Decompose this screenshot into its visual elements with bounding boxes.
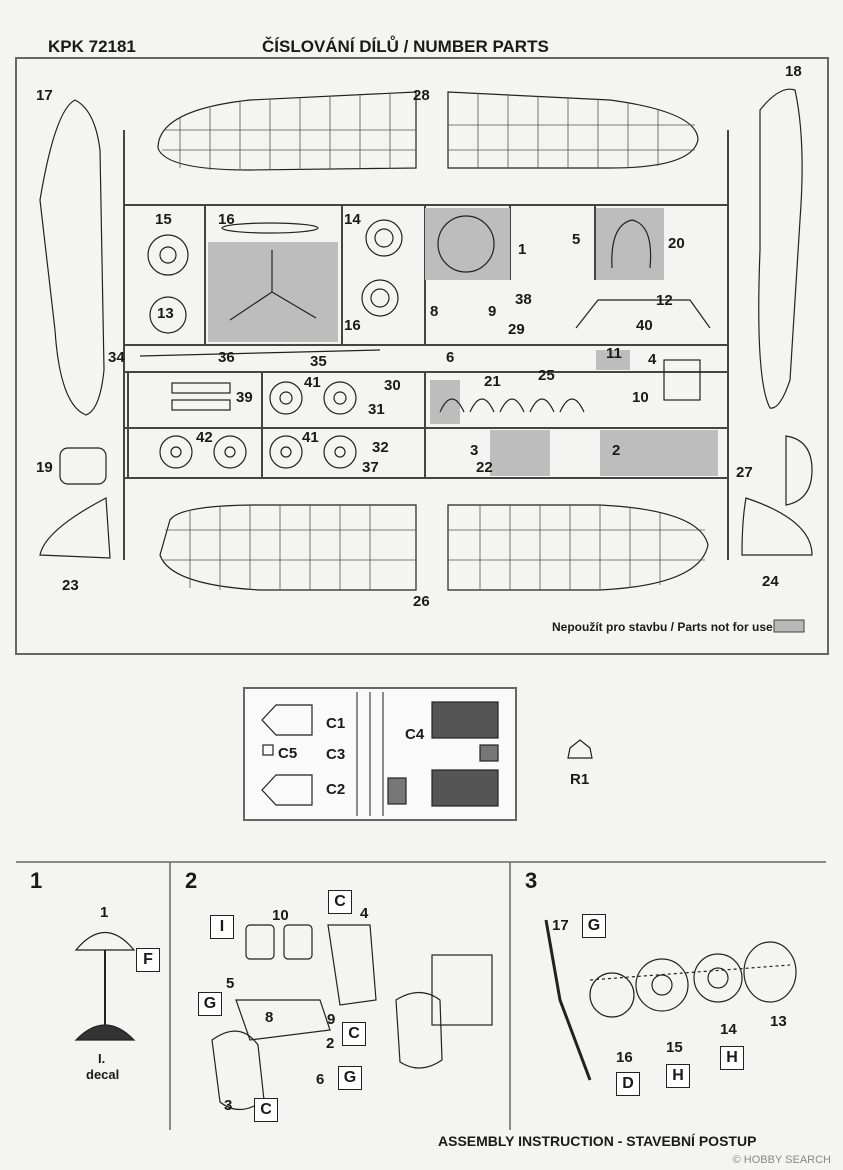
part-label-43: 42 [196, 429, 213, 446]
part-label-10: 10 [632, 389, 649, 406]
step-1-number: 1 [30, 868, 43, 893]
part-label-23: 22 [476, 459, 493, 476]
part-label-24: 23 [62, 577, 79, 594]
part-label-20: 19 [36, 459, 53, 476]
part-label-30: 29 [508, 321, 525, 338]
step2-label-5: 5 [226, 975, 235, 992]
clear-part-C2: C2 [326, 781, 346, 798]
part-label-18: 17 [36, 87, 53, 104]
step2-box-G-bottom: G [338, 1066, 362, 1090]
step1-note-2: decal [86, 1067, 120, 1082]
sprue-sheet-frame [15, 57, 829, 655]
clear-part-C5: C5 [278, 745, 298, 762]
page-title: ČÍSLOVÁNÍ DÍLŮ / NUMBER PARTS [262, 37, 549, 56]
step2-label-2: 2 [326, 1035, 335, 1052]
step3-label-13: 13 [770, 1013, 787, 1030]
step2-label-10: 10 [272, 907, 289, 924]
part-label-12: 12 [656, 292, 673, 309]
step2-box-C-mid: C [342, 1022, 366, 1046]
part-label-15: 15 [155, 211, 172, 228]
part-29-left-wing [157, 91, 417, 171]
part-label-8: 8 [430, 303, 439, 320]
clear-part-C4: C4 [405, 726, 425, 743]
step2-box-I: I [210, 915, 234, 939]
step3-label-15: 15 [666, 1039, 683, 1056]
footer-title: ASSEMBLY INSTRUCTION - STAVEBNÍ POSTUP [438, 1133, 757, 1149]
step2-label-8: 8 [265, 1009, 274, 1026]
step-2-number: 2 [185, 868, 198, 893]
step2-label-3: 3 [224, 1097, 233, 1114]
part-28-left-wing [159, 504, 417, 591]
part-label-17: 16 [218, 211, 235, 228]
kit-code: KPK 72181 [48, 37, 136, 56]
clear-part-C1: C1 [326, 715, 346, 732]
step3-box-D: D [616, 1072, 640, 1096]
part-label-16: 16 [344, 317, 361, 334]
part-label-5: 5 [572, 231, 581, 248]
part-label-37: 37 [362, 459, 379, 476]
part-label-28: 26 [413, 593, 430, 610]
part-label-3: 3 [470, 442, 479, 459]
step3-box-G: G [582, 914, 606, 938]
part-label-1: 1 [518, 241, 527, 258]
part-label-29: 28 [413, 87, 430, 104]
part-label-39: 39 [236, 389, 253, 406]
part-28-right-wing [447, 504, 709, 591]
part-label-9: 9 [488, 303, 497, 320]
part-label-40: 40 [636, 317, 653, 334]
resin-part-R1: R1 [570, 771, 590, 788]
part-label-35: 35 [310, 353, 327, 370]
step2-box-C-bottom: C [254, 1098, 278, 1122]
watermark: © HOBBY SEARCH [732, 1154, 831, 1166]
part-label-6: 6 [446, 349, 455, 366]
step2-box-G-left: G [198, 992, 222, 1016]
part-label-4: 4 [648, 351, 657, 368]
part-label-33: 32 [372, 439, 389, 456]
step3-box-H-left: H [666, 1064, 690, 1088]
part-label-11: 11 [606, 345, 622, 362]
clear-part-C3: C3 [326, 746, 346, 763]
part-label-14: 14 [344, 211, 361, 228]
part-label-25: 24 [762, 573, 779, 590]
part-label-27: 27 [736, 464, 753, 481]
step1-box-F: F [136, 948, 160, 972]
part-label-19: 18 [785, 63, 802, 80]
part-label-13: 13 [157, 305, 174, 322]
step3-label-17: 17 [552, 917, 569, 934]
step1-part-label: 1 [100, 904, 109, 921]
part-label-22: 21 [484, 373, 501, 390]
step2-label-4: 4 [360, 905, 369, 922]
step1-note-1: I. [98, 1051, 106, 1066]
step-3-number: 3 [525, 868, 538, 893]
part-label-36: 36 [218, 349, 235, 366]
part-label-41: 41 [304, 374, 321, 391]
part-label-42: 41 [302, 429, 319, 446]
part-18-fuselage [39, 99, 105, 416]
step2-label-9: 9 [327, 1011, 336, 1028]
part-19-fuselage [758, 88, 803, 409]
part-label-38: 38 [515, 291, 532, 308]
part-label-26: 25 [538, 367, 555, 384]
part-29-right-wing [447, 91, 699, 169]
part-label-2: 2 [612, 442, 621, 459]
step2-label-6: 6 [316, 1071, 325, 1088]
step3-label-16: 16 [616, 1049, 633, 1066]
part-label-31: 30 [384, 377, 401, 394]
step2-box-C-top: C [328, 890, 352, 914]
step3-label-14: 14 [720, 1021, 737, 1038]
legend-text: Nepoužít pro stavbu / Parts not for use [552, 620, 773, 634]
part-label-34: 34 [108, 349, 125, 366]
part-label-32: 31 [368, 401, 385, 418]
step3-box-H-right: H [720, 1046, 744, 1070]
part-label-21: 20 [668, 235, 685, 252]
